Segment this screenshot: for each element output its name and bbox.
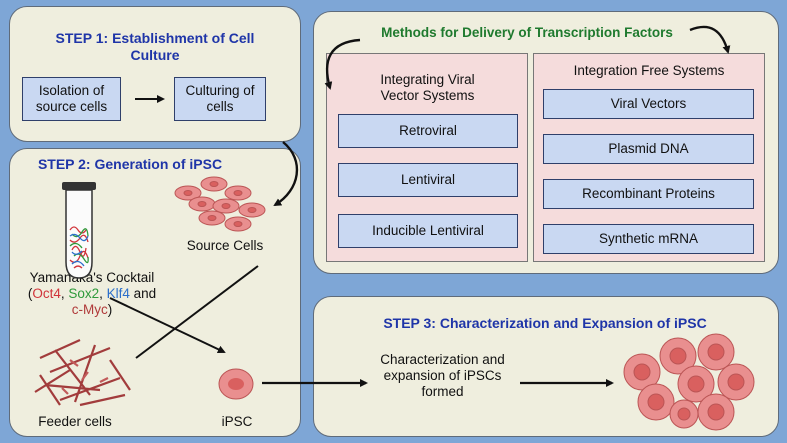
paren-open: ( — [27, 286, 33, 301]
step1-title: STEP 1: Establishment of Cell Culture — [55, 30, 255, 63]
klf4-label: Klf4 — [106, 286, 130, 301]
isolation-box: Isolation of source cells — [22, 77, 121, 121]
source-cells-icon — [174, 176, 266, 232]
step3-description: Characterization and expansion of iPSCs … — [380, 352, 505, 399]
viral-vectors-box: Viral Vectors — [543, 89, 754, 119]
arrow-methods-left — [324, 38, 361, 90]
source-cells-label: Source Cells — [186, 238, 264, 253]
ipsc-cell-icon — [218, 368, 254, 400]
cocktail-label: Yamanaka's Cocktail (Oct4, Sox2, Klf4 an… — [12, 270, 172, 318]
ipsc-colony-icon — [623, 333, 755, 431]
test-tube-icon — [62, 182, 96, 279]
retroviral-box: Retroviral — [338, 114, 518, 148]
arrow-methods-right — [689, 25, 731, 54]
culturing-box: Culturing of cells — [174, 77, 266, 121]
oct4-label: Oct4 — [32, 286, 61, 301]
recombinant-proteins-box: Recombinant Proteins — [543, 179, 754, 209]
synthetic-mrna-box: Synthetic mRNA — [543, 224, 754, 254]
comma-1: , — [60, 286, 69, 301]
cmyc-label: c-Myc — [71, 302, 108, 317]
step3-title: STEP 3: Characterization and Expansion o… — [383, 315, 707, 331]
paren-close: ) — [107, 302, 113, 317]
inducible-lentiviral-box: Inducible Lentiviral — [338, 214, 518, 248]
methods-title: Methods for Delivery of Transcription Fa… — [381, 25, 673, 40]
comma-2: , — [99, 286, 107, 301]
feeder-cells-icon — [34, 338, 131, 407]
and-text: and — [129, 286, 157, 301]
ipsc-label: iPSC — [221, 414, 253, 429]
lentiviral-box: Lentiviral — [338, 163, 518, 197]
integration-free-title: Integration Free Systems — [573, 63, 725, 78]
sox2-label: Sox2 — [68, 286, 100, 301]
plasmid-dna-box: Plasmid DNA — [543, 134, 754, 164]
feeder-cells-label: Feeder cells — [38, 414, 112, 429]
cocktail-factors: (Oct4, Sox2, Klf4 and — [12, 286, 172, 302]
arrow-cocktail-to-ipsc — [109, 297, 226, 354]
arrow-source-to-feeder — [135, 265, 259, 359]
arrow-culture-to-step2 — [273, 141, 299, 207]
cocktail-factors-line3: c-Myc) — [12, 302, 172, 318]
integrating-title: Integrating Viral Vector Systems — [380, 72, 475, 103]
step2-title: STEP 2: Generation of iPSC — [37, 156, 223, 172]
cocktail-title: Yamanaka's Cocktail — [29, 270, 155, 285]
